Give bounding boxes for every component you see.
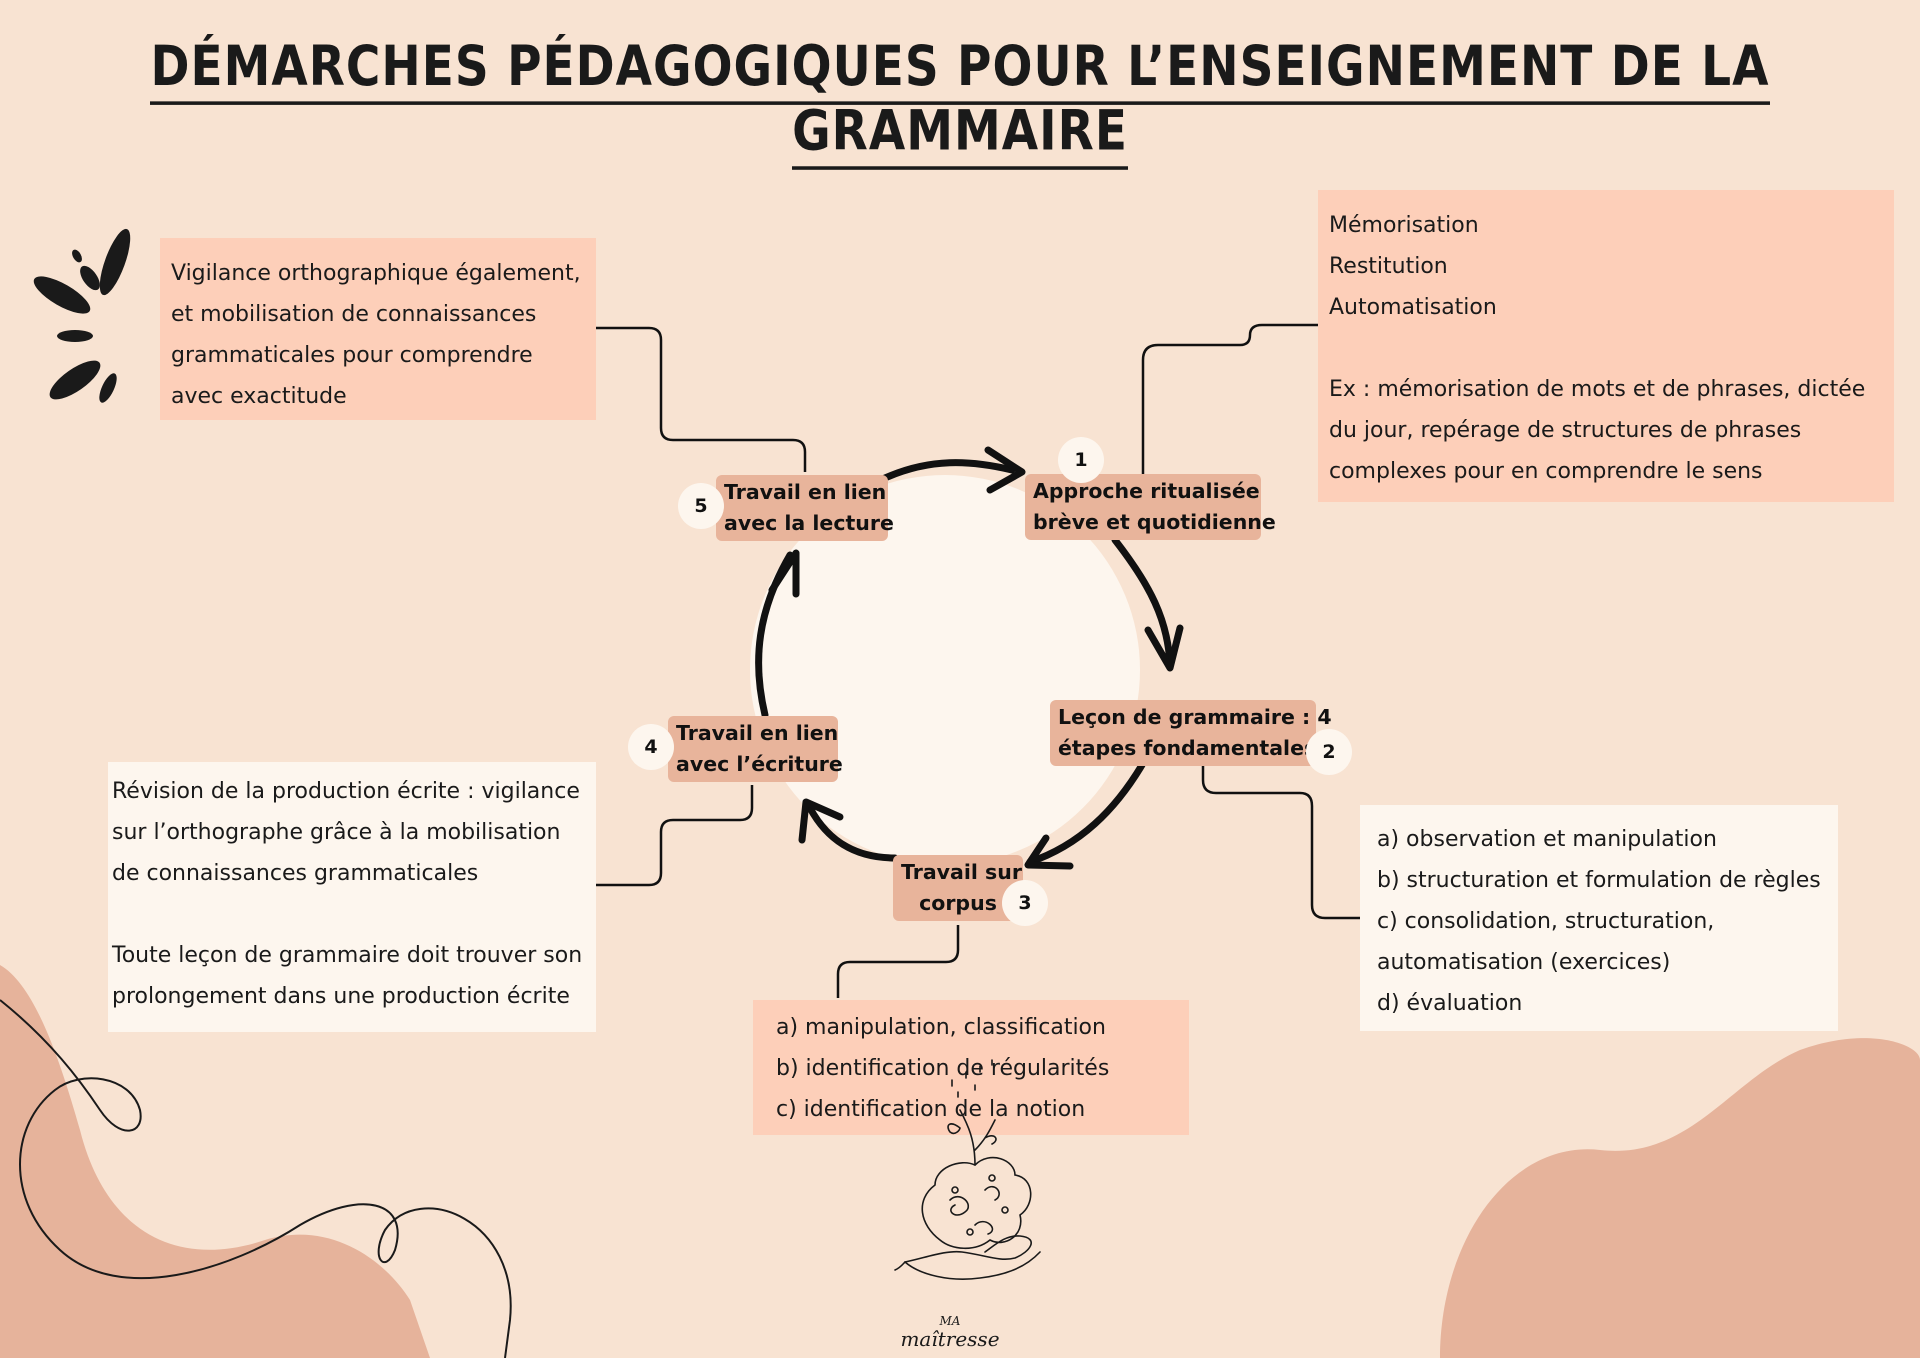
note-line: du jour, repérage de structures de phras… (1329, 418, 1802, 443)
note-line: b) structuration et formulation de règle… (1377, 868, 1821, 893)
note-line: Toute leçon de grammaire doit trouver so… (112, 943, 583, 968)
note-step4: Révision de la production écrite : vigil… (108, 762, 596, 1032)
note-line: Mémorisation (1329, 213, 1479, 238)
note-line: a) observation et manipulation (1377, 827, 1717, 852)
note-line: avec exactitude (171, 384, 347, 409)
note-line: c) identification de la notion (776, 1097, 1086, 1122)
note-line: de connaissances grammaticales (112, 861, 479, 886)
arrowhead-4 (798, 798, 844, 844)
connector-5 (596, 326, 807, 472)
step-number-2: 2 (1306, 729, 1352, 775)
note-step3: a) manipulation, classification b) identi… (753, 1000, 1189, 1135)
decor-swirl-line (0, 999, 512, 1358)
step-number-5: 5 (678, 483, 724, 529)
arrowhead-2 (1144, 624, 1184, 672)
connector-3 (836, 925, 960, 998)
arrowhead-1 (984, 446, 1026, 494)
step-number-4: 4 (628, 724, 674, 770)
note-line: b) identification de régularités (776, 1056, 1110, 1081)
step-number-1: 1 (1058, 437, 1104, 483)
note-line: c) consolidation, structuration, (1377, 909, 1715, 934)
step-number-3: 3 (1002, 880, 1048, 926)
note-line: et mobilisation de connaissances (171, 302, 537, 327)
note-line: Vigilance orthographique également, (171, 261, 581, 286)
arrow-3-to-4 (806, 804, 899, 862)
arrowhead-5 (768, 549, 800, 598)
connector-1 (1141, 323, 1318, 475)
arrow-5-to-1 (881, 459, 1016, 482)
connector-2 (1201, 765, 1360, 920)
bottom-right-blob (1440, 1038, 1920, 1358)
arrow-1-to-2 (1111, 536, 1174, 669)
note-line: automatisation (exercices) (1377, 950, 1671, 975)
note-step5: Vigilance orthographique également, et mo… (160, 238, 596, 420)
note-line: Révision de la production écrite : vigil… (112, 779, 580, 804)
note-line: Restitution (1329, 254, 1448, 279)
note-line: grammaticales pour comprendre (171, 343, 533, 368)
note-line: Automatisation (1329, 295, 1497, 320)
connector-4 (596, 785, 754, 887)
note-line: d) évaluation (1377, 991, 1523, 1016)
page-title: DÉMARCHES PÉDAGOGIQUES POUR L’ENSEIGNEME… (0, 34, 1920, 170)
note-line: Ex : mémorisation de mots et de phrases,… (1329, 377, 1866, 402)
burst-icon (33, 228, 131, 403)
note-line: complexes pour en comprendre le sens (1329, 459, 1763, 484)
note-line: prolongement dans une production écrite (112, 984, 570, 1009)
bottom-left-blob (0, 965, 430, 1358)
arrow-2-to-3 (1026, 761, 1146, 866)
note-line: sur l’orthographe grâce à la mobilisatio… (112, 820, 561, 845)
arrowhead-3 (1024, 834, 1074, 870)
cycle-center-disc (750, 475, 1140, 865)
logo-text: MA maîtresse (900, 1314, 1000, 1351)
note-line: a) manipulation, classification (776, 1015, 1106, 1040)
note-step2: a) observation et manipulation b) structu… (1360, 805, 1838, 1031)
